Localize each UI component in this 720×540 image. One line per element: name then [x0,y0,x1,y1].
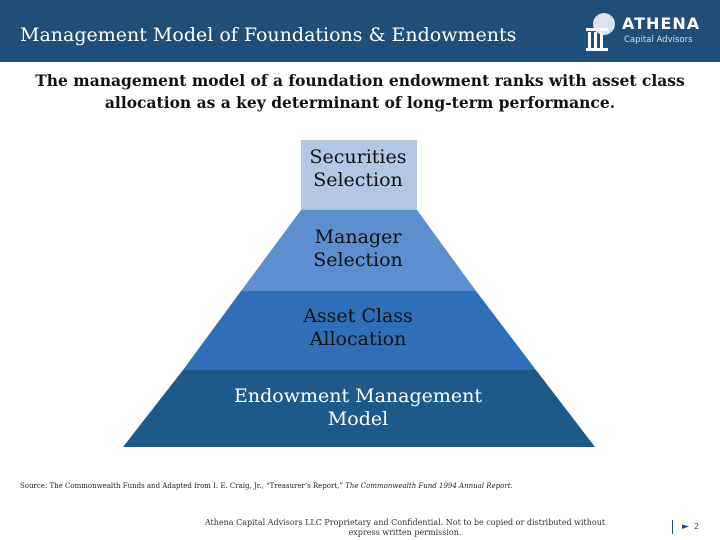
page-title: Management Model of Foundations & Endowm… [20,24,517,46]
athena-column-icon [586,13,615,51]
pyramid-tier-endowment-management-model [123,370,595,447]
page-arrow-icon: ► [682,522,689,532]
intro-statement: The management model of a foundation end… [35,71,685,112]
pyramid-tier-securities-selection [301,140,417,210]
pyramid-tier-manager-selection [241,210,476,291]
footer-divider [672,520,673,534]
confidentiality-note: Athena Capital Advisors LLC Proprietary … [204,518,606,537]
athena-logo: ATHENA Capital Advisors [582,10,712,54]
page-number: 2 [694,522,700,531]
header-bar: Management Model of Foundations & Endowm… [0,0,720,62]
pyramid-tier-asset-class-allocation [183,291,536,370]
logo-subtitle: Capital Advisors [624,35,693,45]
source-citation: Source: The Commonwealth Funds and Adapt… [20,482,513,490]
logo-wordmark: ATHENA [622,14,701,33]
